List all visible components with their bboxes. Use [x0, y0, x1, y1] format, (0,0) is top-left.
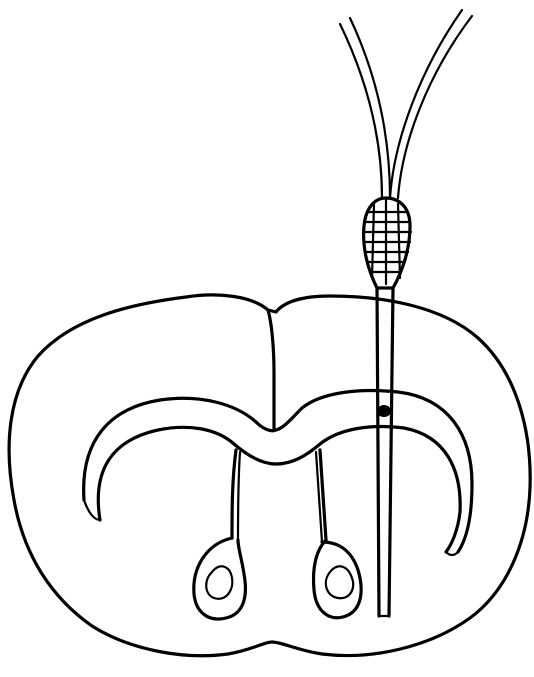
brain-coronal-section-outline — [9, 295, 530, 656]
corpus-callosum-upper — [84, 391, 472, 552]
cannula-shaft-right — [389, 288, 393, 616]
tubing-left-outer — [340, 24, 382, 198]
tubing-right-inner — [398, 16, 472, 198]
lateral-ventricle-right — [314, 540, 362, 618]
cannula-shaft-left — [377, 288, 379, 616]
callosum-right-closure — [446, 552, 458, 555]
corpus-callosum-lower — [98, 427, 460, 552]
lateral-ventricle-left-inner — [206, 566, 232, 598]
lateral-ventricle-right-inner — [326, 566, 353, 598]
longitudinal-fissure — [268, 310, 274, 428]
lateral-ventricle-left — [194, 538, 246, 619]
lateral-ventricle-left-stalk — [232, 450, 236, 538]
lateral-ventricle-left-stalk-inner — [238, 452, 240, 540]
cannula-tip-marker — [377, 405, 391, 417]
cannula-tubing-pair — [340, 10, 472, 198]
